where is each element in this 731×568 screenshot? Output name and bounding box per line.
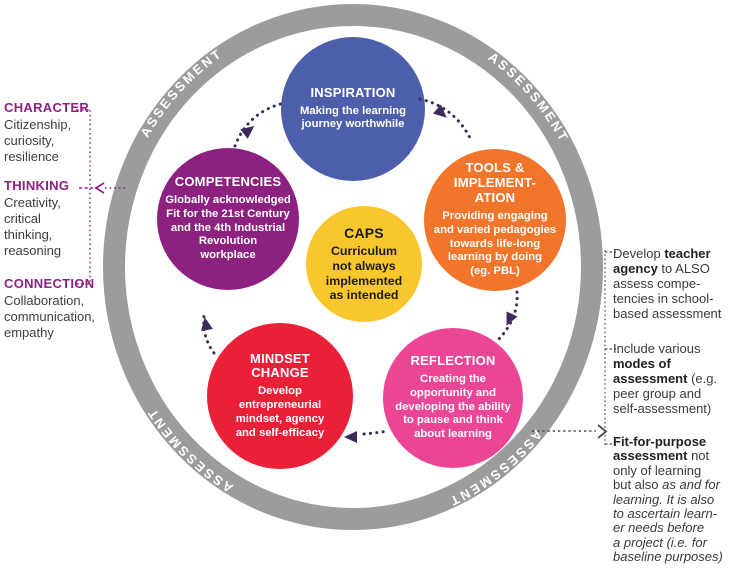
assessment-label-top-right: ASSESSMENT [486,49,572,145]
circle-body: Develop entrepreneurial mindset, agency … [235,385,325,439]
arrowhead-icon [432,104,447,118]
arrow-inspiration-to-tools [418,97,473,142]
circle-caps: CAPS Curriculum not always implemented a… [306,206,422,322]
note-text: (e.g. peer group and self-assessment) [613,371,718,416]
assessment-label-text: ASSESSMENT [137,45,223,139]
circle-body: Providing engaging and varied pedagogies… [433,209,557,278]
note-text: Include various [613,341,701,356]
right-note-teacher-agency: Develop teacher agency to ALSO assess co… [613,246,731,321]
assessment-label-top-left: ASSESSMENT [137,45,225,139]
left-note-character: CHARACTER Citizenship, curiosity, resili… [4,100,104,165]
circle-title: COMPETENCIES [174,174,282,190]
left-note-heading: CONNECTION [4,276,95,291]
arrowhead-icon [240,125,255,139]
circle-body: Creating the opportunity and developing … [395,373,511,441]
note-text-bold: Fit-for-purpose assessment [613,434,707,464]
arrow-reflection-to-mindset [362,429,390,436]
note-text-italic: as and for learning. It is also to ascer… [613,477,723,565]
right-note-fit-for-purpose: Fit-for-purpose assessment not only of l… [613,434,731,565]
left-note-body: Citizenship, curiosity, resilience [4,117,72,164]
circle-mindset-change: MINDSET CHANGE Develop entrepreneurial m… [207,323,353,469]
note-text-bold: modes of assessment [613,356,688,386]
right-note-modes-of-assessment: Include various modes of assessment (e.g… [613,341,731,416]
arrowhead-icon [201,317,213,332]
arrowhead-icon [344,431,357,443]
note-text: not only of learning but also [613,448,710,493]
left-note-heading: THINKING [4,178,70,193]
circle-title: MINDSET CHANGE [250,350,310,381]
circle-title: CAPS [344,225,384,242]
right-bracket-connector [532,250,616,448]
circle-competencies: COMPETENCIES Globally acknowledged Fit f… [157,148,299,290]
circle-tools-implementation: TOOLS & IMPLEMENT- ATION Providing engag… [424,149,566,291]
left-note-body: Creativity, critical thinking, reasoning [4,195,62,258]
right-arrowhead-icon [597,424,608,439]
circle-body: Curriculum not always implemented as int… [325,244,403,303]
circle-title: TOOLS & IMPLEMENT- ATION [453,160,537,206]
circle-body: Globally acknowledged Fit for the 21st C… [165,194,291,262]
left-note-connection: CONNECTION Collaboration, communication,… [4,276,104,341]
left-note-thinking: THINKING Creativity, critical thinking, … [4,178,104,258]
left-note-body: Collaboration, communication, empathy [4,293,96,340]
note-text-bold: teacher agency [613,246,711,276]
left-note-heading: CHARACTER [4,100,90,115]
arrow-competencies-to-inspiration [233,101,286,148]
circle-reflection: REFLECTION Creating the opportunity and … [383,328,523,468]
assessment-label-text: ASSESSMENT [486,49,570,145]
note-text: Develop [613,246,665,261]
circle-inspiration: INSPIRATION Making the learning journey … [281,37,425,181]
circle-title: INSPIRATION [310,84,396,100]
circle-body: Making the learning journey worthwhile [299,104,407,131]
circle-title: REFLECTION [410,353,496,369]
note-text: to ALSO assess compe- tencies in school-… [613,261,722,321]
arrow-mindset-to-competencies [202,314,216,355]
arrowhead-icon [506,311,518,326]
arrow-tools-to-reflection [496,290,519,342]
